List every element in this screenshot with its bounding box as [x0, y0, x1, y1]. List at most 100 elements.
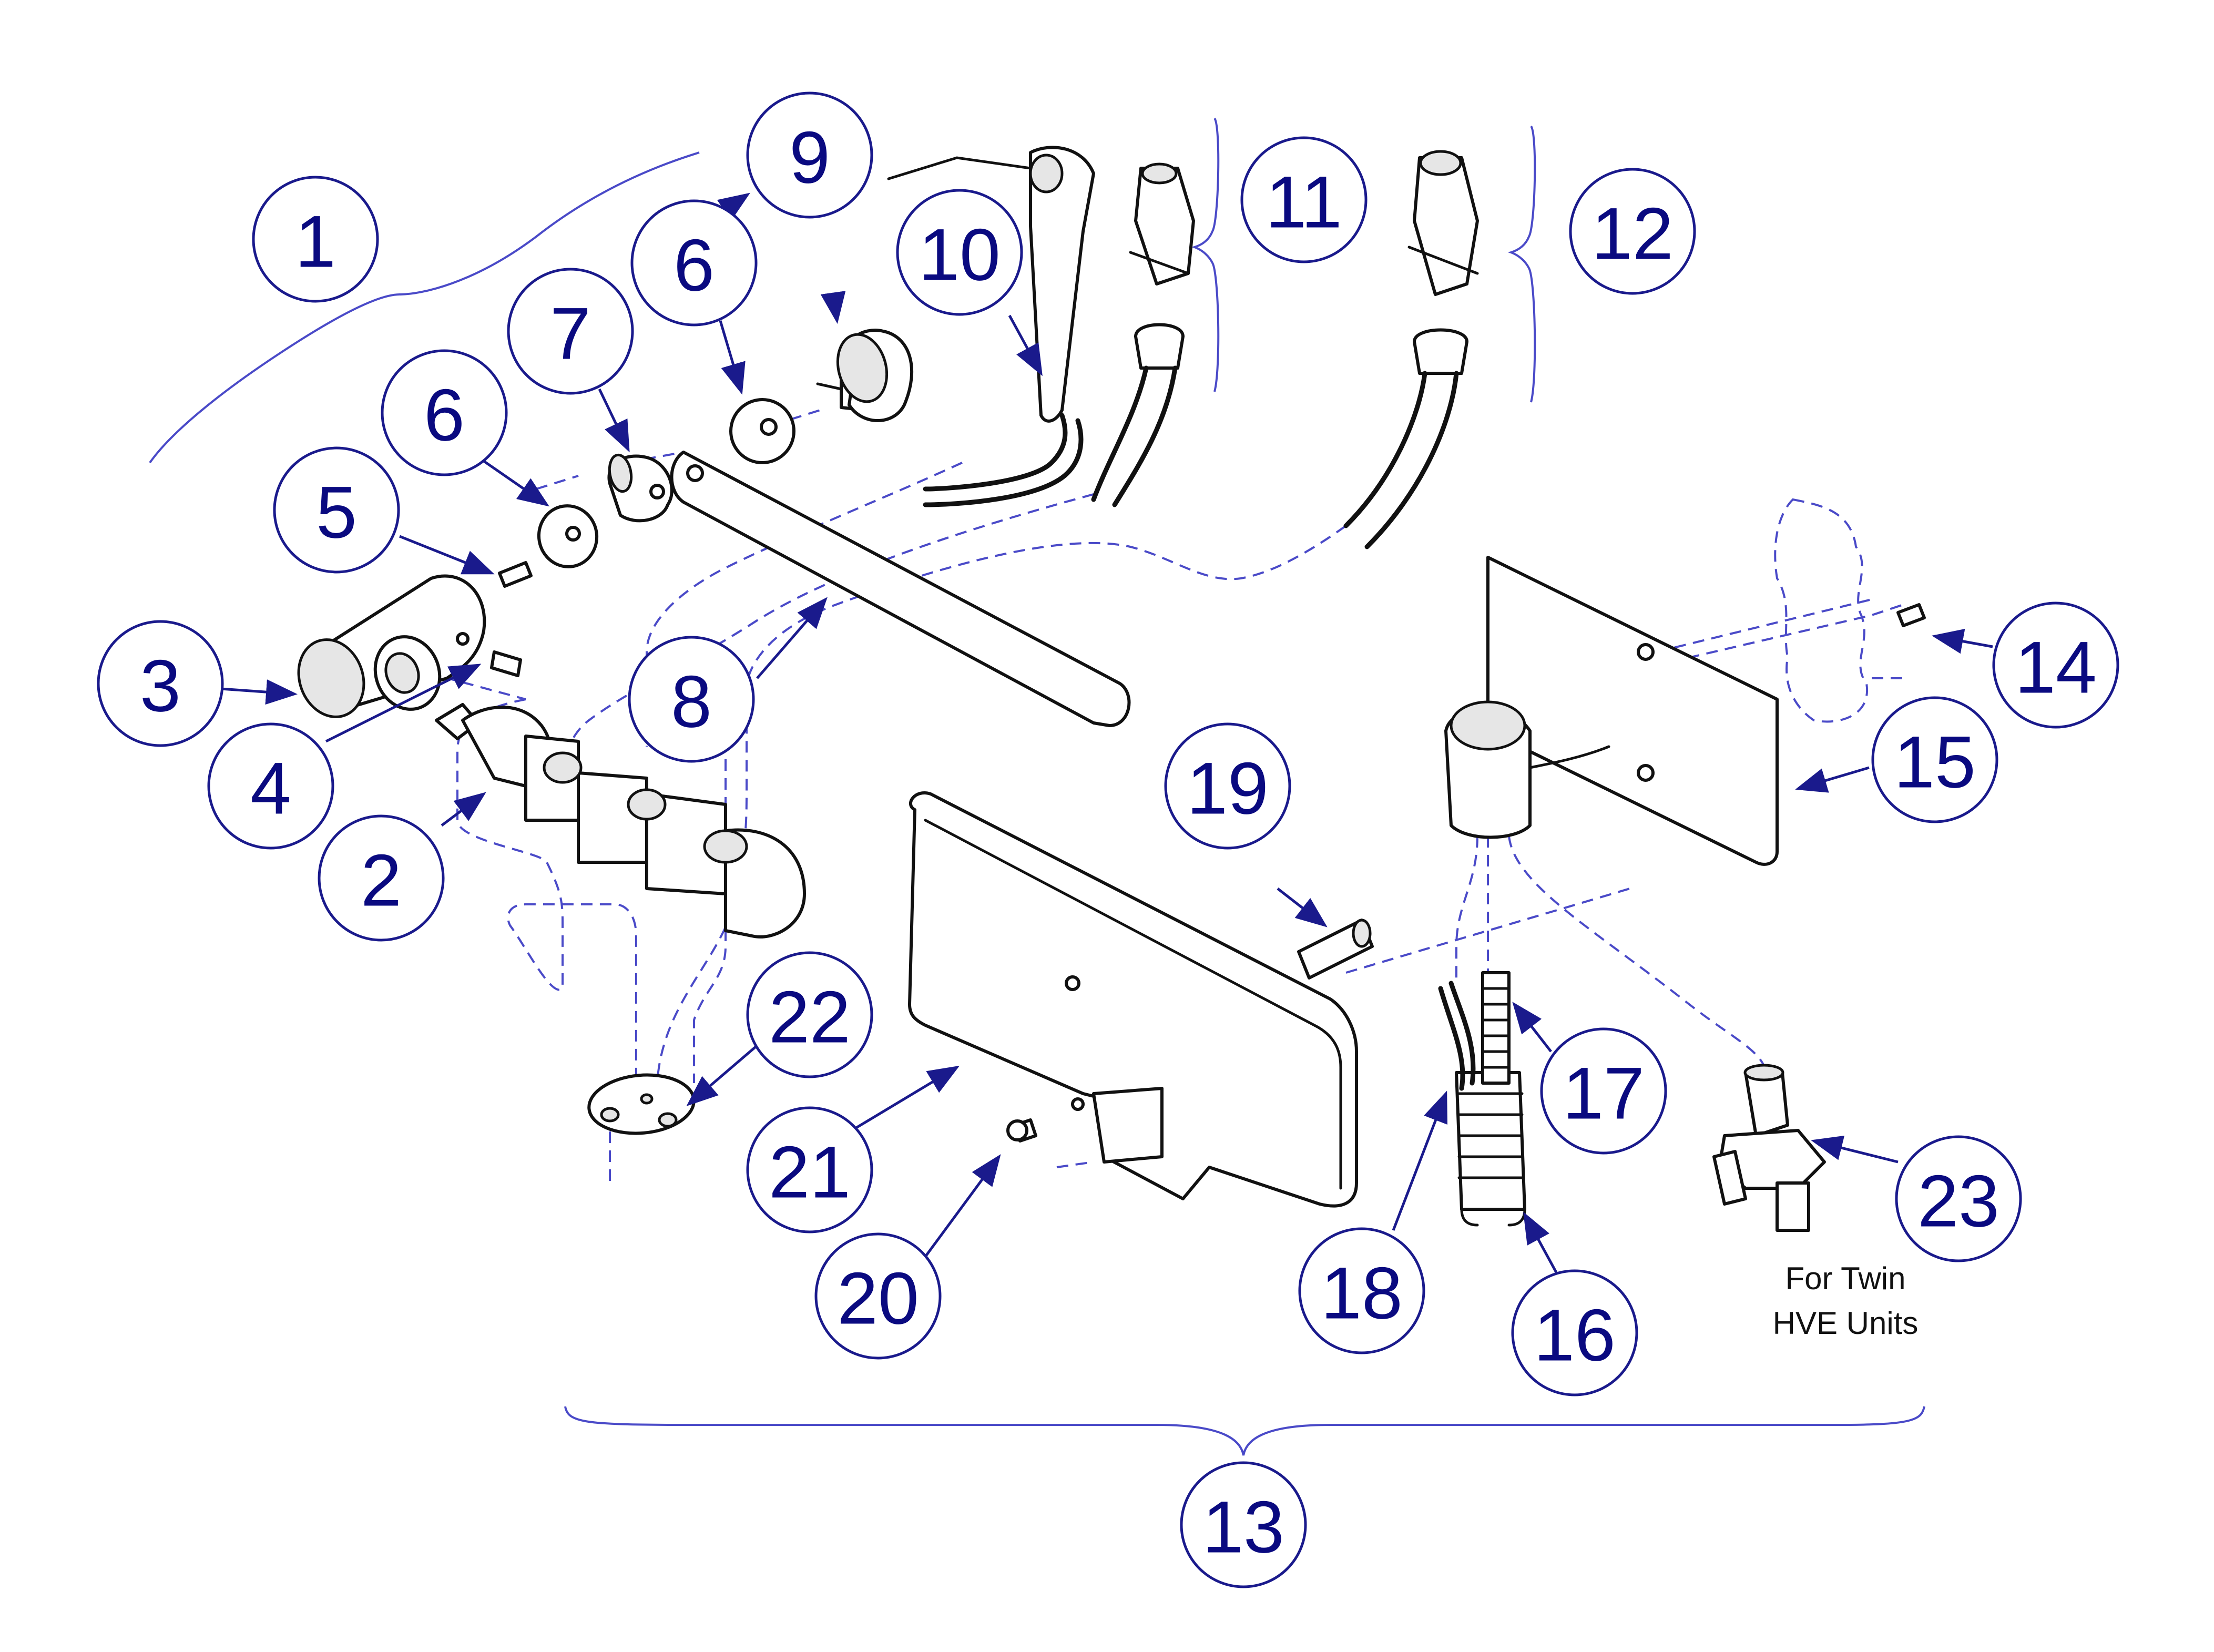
bracket-1: [149, 151, 700, 464]
callout-number: 17: [1563, 1052, 1645, 1135]
callout-circle: [628, 636, 755, 763]
spacer-part: [1297, 919, 1374, 980]
callout-c19: 19: [1164, 722, 1291, 850]
callout-circle: [97, 620, 224, 747]
callout-c23: 23: [1895, 1135, 2022, 1262]
thick-washer-part: [607, 453, 674, 523]
callout-circle: [1569, 168, 1696, 295]
ring-part: [587, 1073, 696, 1135]
screw-20-part: [1006, 1118, 1037, 1143]
callout-c6b: 6: [630, 199, 758, 327]
callout-number: 18: [1321, 1252, 1403, 1334]
callout-number: 4: [250, 747, 291, 830]
callout-c3: 3: [97, 620, 224, 747]
group-brackets: [149, 117, 1925, 1456]
callout-c11: 11: [1240, 136, 1368, 263]
callout-c21: 21: [746, 1106, 873, 1233]
callout-circle: [273, 446, 400, 574]
callout-c4: 4: [207, 722, 334, 850]
callout-circle: [1992, 601, 2119, 729]
callout-circle: [507, 268, 634, 395]
leader-lines: [220, 192, 1993, 1273]
callout-circle: [381, 349, 508, 476]
callout-number: 6: [424, 374, 465, 456]
callout-circle: [207, 722, 334, 850]
callout-number: 12: [1591, 192, 1674, 275]
callout-circle: [1540, 1027, 1667, 1155]
callout-circle: [1895, 1135, 2022, 1262]
twin-hve-note: For Twin HVE Units: [1773, 1261, 1919, 1341]
callout-number: 21: [769, 1131, 851, 1213]
callout-c1: 1: [252, 176, 379, 303]
washer-upper-part: [729, 398, 795, 464]
note-line-2: HVE Units: [1773, 1306, 1919, 1341]
callout-number: 9: [789, 116, 830, 199]
note-line-1: For Twin: [1786, 1261, 1906, 1296]
callout-circle: [1511, 1269, 1638, 1396]
callout-c20: 20: [814, 1232, 942, 1360]
tip-12-part: [1343, 150, 1479, 549]
callout-circle: [1240, 136, 1368, 263]
callout-c18: 18: [1298, 1227, 1425, 1354]
callout-c14: 14: [1992, 601, 2119, 729]
callout-number: 1: [295, 200, 336, 283]
callout-c9: 9: [746, 91, 873, 219]
callout-c7: 7: [507, 268, 634, 395]
washer-lower-part: [537, 504, 599, 568]
callout-c17: 17: [1540, 1027, 1667, 1155]
callout-c12: 12: [1569, 168, 1696, 295]
callout-number: 19: [1187, 747, 1269, 830]
hose-assembly-part: [1438, 971, 1526, 1227]
callout-circle: [814, 1232, 942, 1360]
callout-circle: [1298, 1227, 1425, 1354]
callout-circle: [1164, 722, 1291, 850]
callout-number: 2: [361, 839, 402, 922]
callout-circle: [252, 176, 379, 303]
bracket-13: [564, 1406, 1925, 1456]
callout-number: 23: [1917, 1160, 1999, 1242]
callout-number: 11: [1266, 161, 1342, 243]
callout-number: 14: [2015, 626, 2097, 709]
housing-part: [908, 791, 1358, 1208]
knob-part: [816, 329, 913, 422]
callout-c2: 2: [318, 814, 445, 942]
set-screw-5-part: [498, 561, 533, 588]
y-connector-part: [1712, 1064, 1826, 1232]
callout-c13: 13: [1180, 1461, 1307, 1588]
syringe-part: [887, 146, 1095, 507]
callout-circle: [1871, 696, 1998, 823]
callout-number: 15: [1894, 721, 1976, 803]
tip-11-part: [1091, 162, 1195, 507]
callout-number: 6: [674, 224, 715, 307]
mounting-bar-part: [670, 451, 1131, 727]
callout-number: 5: [316, 471, 357, 554]
bracket-11: [1191, 117, 1220, 392]
holder-cradle-part: [524, 735, 806, 939]
callout-circle: [746, 91, 873, 219]
callout-c22: 22: [746, 951, 873, 1078]
callout-c8: 8: [628, 636, 755, 763]
callout-number: 22: [769, 976, 851, 1058]
callout-number: 13: [1202, 1486, 1284, 1568]
callout-c16: 16: [1511, 1269, 1638, 1396]
set-screw-4-part: [490, 650, 522, 677]
callout-number: 10: [919, 213, 1001, 296]
callout-c15: 15: [1871, 696, 1998, 823]
callout-number: 7: [550, 292, 591, 375]
callout-circle: [746, 1106, 873, 1233]
callout-circle: [746, 951, 873, 1078]
bracket-plate-part: [1444, 556, 1779, 866]
callout-circle: [1180, 1461, 1307, 1588]
callout-c6a: 6: [381, 349, 508, 476]
holder-body-part: [297, 574, 486, 718]
callout-circle: [318, 814, 445, 942]
callout-number: 16: [1534, 1294, 1616, 1376]
callout-number: 3: [140, 645, 181, 727]
bracket-12: [1507, 125, 1536, 403]
callout-c10: 10: [896, 189, 1023, 316]
callout-circle: [630, 199, 758, 327]
callout-circle: [896, 189, 1023, 316]
callout-c5: 5: [273, 446, 400, 574]
